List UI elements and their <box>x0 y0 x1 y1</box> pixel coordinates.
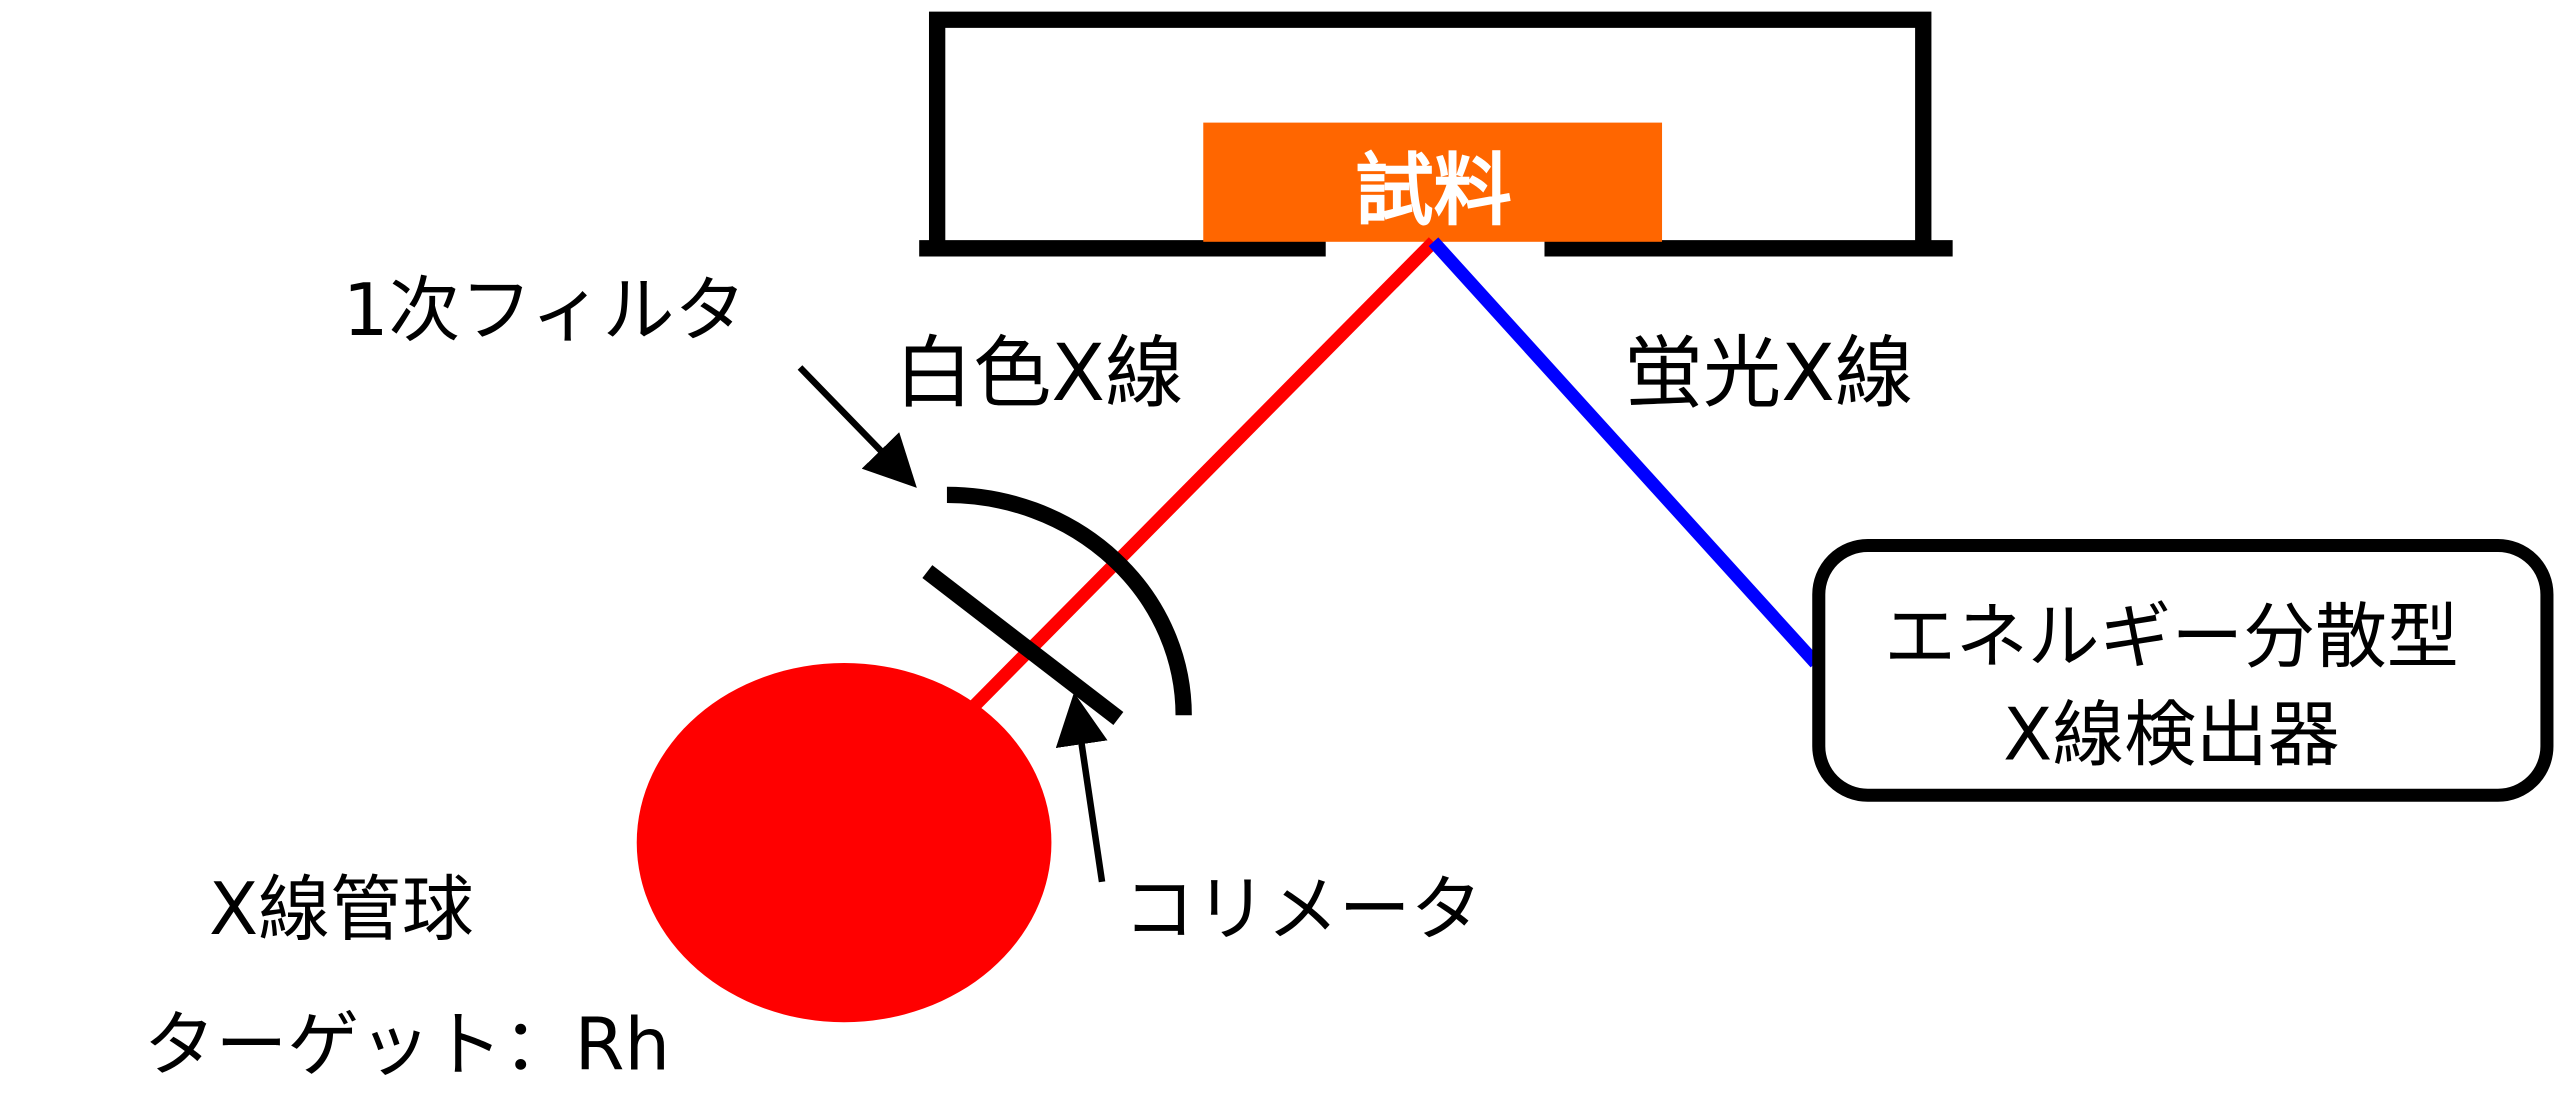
detector-label-line1: エネルギー分散型 <box>1884 594 2459 678</box>
sample-label: 試料 <box>1355 145 1512 236</box>
collimator-arrow <box>1055 692 1108 883</box>
xray-tube-label: X線管球 <box>209 867 474 951</box>
primary-filter-label: 1次フィルタ <box>343 268 746 352</box>
target-label: ターゲット：Rh <box>144 1003 670 1087</box>
filter-arrow <box>797 365 917 488</box>
detector <box>1812 538 2554 802</box>
fluorescent-xray-beam <box>1428 237 1821 668</box>
white-xray-beam <box>970 237 1439 711</box>
xray-tube <box>636 663 1052 1023</box>
primary-filter <box>946 486 1192 716</box>
detector-label-line2: X線検出器 <box>2003 692 2340 776</box>
white-xray-label: 白色X線 <box>895 328 1184 419</box>
sample <box>1203 122 1663 242</box>
sample-chamber <box>919 11 1953 257</box>
collimator-label: コリメータ <box>1123 867 1482 951</box>
fluorescent-xray-label: 蛍光X線 <box>1624 328 1913 419</box>
